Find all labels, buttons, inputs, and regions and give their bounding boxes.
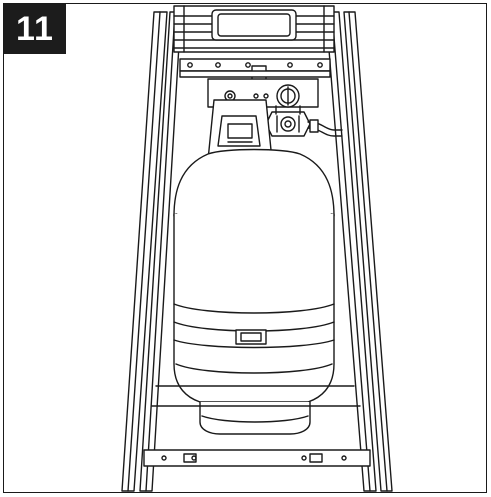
instruction-step-panel: 11 — [3, 3, 487, 493]
upper-crossbar — [179, 58, 331, 81]
step-number-badge: 11 — [4, 4, 66, 54]
propane-tank — [173, 99, 335, 435]
heater-tank-illustration — [121, 5, 393, 492]
gas-control-valve — [207, 78, 343, 137]
right-leg — [325, 11, 393, 492]
top-grille — [173, 5, 335, 53]
lower-base-frame — [143, 385, 371, 467]
left-leg — [121, 11, 182, 492]
